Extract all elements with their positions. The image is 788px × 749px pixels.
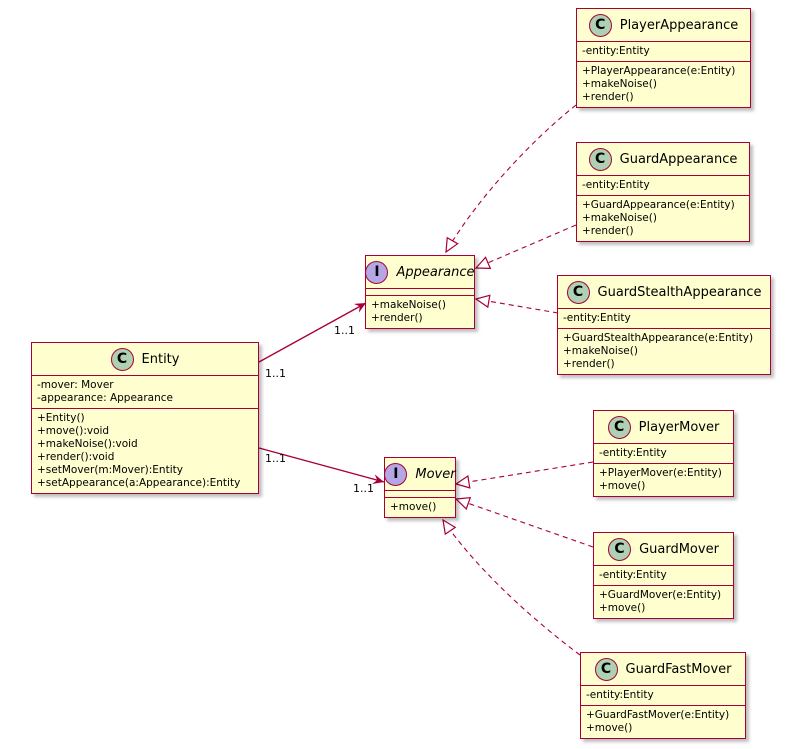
- appearance-interface[interactable]: I Appearance +makeNoise() +render(): [365, 255, 475, 329]
- methods-section: +GuardStealthAppearance(e:Entity) +makeN…: [558, 328, 770, 374]
- multiplicity-mover-target: 1..1: [353, 482, 374, 495]
- guard-mover-realization: [454, 496, 594, 548]
- guard-fast-mover-realization: [442, 518, 581, 656]
- method: +move(): [586, 722, 633, 734]
- guard-stealth-appearance-class[interactable]: C GuardStealthAppearance -entity:Entity …: [557, 275, 771, 375]
- method: +move():void: [37, 425, 110, 437]
- method: +PlayerAppearance(e:Entity): [582, 65, 736, 77]
- method: +render(): [371, 312, 423, 324]
- attributes-section: -entity:Entity: [577, 175, 749, 195]
- attributes-section: -entity:Entity: [577, 41, 750, 61]
- player-appearance-class[interactable]: C PlayerAppearance -entity:Entity +Playe…: [576, 8, 751, 108]
- class-badge-icon: C: [588, 13, 612, 37]
- method: +makeNoise():void: [37, 438, 138, 450]
- class-name: GuardAppearance: [619, 151, 738, 167]
- method: +setMover(m:Mover):Entity: [37, 464, 183, 476]
- class-name: GuardFastMover: [625, 661, 732, 677]
- player-mover-class[interactable]: C PlayerMover -entity:Entity +PlayerMove…: [593, 410, 734, 497]
- methods-section: +Entity() +move():void +makeNoise():void…: [32, 408, 258, 493]
- method: +makeNoise(): [371, 299, 446, 311]
- player-appearance-header: C PlayerAppearance: [577, 9, 750, 41]
- class-badge-icon: C: [594, 657, 618, 681]
- methods-section: +PlayerMover(e:Entity) +move(): [594, 463, 733, 496]
- class-name: GuardMover: [639, 541, 719, 557]
- methods-section: +GuardAppearance(e:Entity) +makeNoise() …: [577, 195, 749, 241]
- entity-mover-association: [258, 447, 385, 484]
- attribute: -entity:Entity: [599, 569, 667, 581]
- attributes-section: -entity:Entity: [581, 685, 745, 705]
- method: +move(): [599, 602, 646, 614]
- class-name: GuardStealthAppearance: [597, 284, 762, 300]
- class-badge-icon: C: [566, 280, 590, 304]
- method: +render(): [563, 358, 615, 370]
- attributes-section: [385, 490, 455, 497]
- player-appearance-realization: [445, 104, 577, 254]
- class-badge-icon: C: [110, 347, 134, 371]
- methods-section: +PlayerAppearance(e:Entity) +makeNoise()…: [577, 61, 750, 107]
- method: +makeNoise(): [582, 212, 657, 224]
- attributes-section: [366, 288, 474, 295]
- multiplicity-mover-source: 1..1: [265, 452, 286, 465]
- attributes-section: -entity:Entity: [558, 308, 770, 328]
- method: +makeNoise(): [582, 78, 657, 90]
- attribute: -entity:Entity: [582, 45, 650, 57]
- attributes-section: -entity:Entity: [594, 565, 733, 585]
- player-mover-realization: [454, 461, 594, 489]
- guard-mover-header: C GuardMover: [594, 533, 733, 565]
- methods-section: +move(): [385, 497, 455, 517]
- attributes-section: -mover: Mover -appearance: Appearance: [32, 375, 258, 408]
- method: +render():void: [37, 451, 115, 463]
- attribute: -entity:Entity: [582, 179, 650, 191]
- mover-interface-header: I Mover: [384, 458, 456, 490]
- interface-badge-icon: I: [365, 260, 389, 284]
- method: +render(): [582, 91, 634, 103]
- class-name: Entity: [141, 351, 180, 367]
- method: +GuardFastMover(e:Entity): [586, 709, 730, 721]
- method: +GuardAppearance(e:Entity): [582, 199, 735, 211]
- entity-class[interactable]: C Entity -mover: Mover -appearance: Appe…: [31, 342, 259, 494]
- guard-mover-class[interactable]: C GuardMover -entity:Entity +GuardMover(…: [593, 532, 734, 619]
- method: +makeNoise(): [563, 345, 638, 357]
- multiplicity-appearance-target: 1..1: [334, 324, 355, 337]
- interface-name: Appearance: [396, 264, 475, 280]
- methods-section: +GuardFastMover(e:Entity) +move(): [581, 705, 745, 738]
- class-badge-icon: C: [607, 415, 631, 439]
- guard-appearance-header: C GuardAppearance: [577, 143, 749, 175]
- method: +setAppearance(a:Appearance):Entity: [37, 477, 241, 489]
- method: +render(): [582, 225, 634, 237]
- multiplicity-appearance-source: 1..1: [265, 367, 286, 380]
- methods-section: +makeNoise() +render(): [366, 295, 474, 328]
- attribute: -entity:Entity: [563, 312, 631, 324]
- guard-stealth-appearance-realization: [474, 294, 559, 314]
- class-badge-icon: C: [588, 147, 612, 171]
- method: +GuardStealthAppearance(e:Entity): [563, 332, 754, 344]
- class-badge-icon: C: [608, 537, 632, 561]
- appearance-interface-header: I Appearance: [365, 256, 475, 288]
- method: +GuardMover(e:Entity): [599, 589, 722, 601]
- method: +Entity(): [37, 412, 85, 424]
- entity-class-header: C Entity: [32, 343, 258, 375]
- entity-appearance-association: [258, 302, 367, 363]
- class-name: PlayerMover: [638, 419, 720, 435]
- mover-interface[interactable]: I Mover +move(): [384, 457, 456, 518]
- guard-fast-mover-class[interactable]: C GuardFastMover -entity:Entity +GuardFa…: [580, 652, 746, 739]
- guard-stealth-appearance-header: C GuardStealthAppearance: [558, 276, 770, 308]
- attributes-section: -entity:Entity: [594, 443, 733, 463]
- method: +PlayerMover(e:Entity): [599, 467, 722, 479]
- methods-section: +GuardMover(e:Entity) +move(): [594, 585, 733, 618]
- guard-appearance-realization: [474, 224, 577, 270]
- interface-badge-icon: I: [384, 462, 408, 486]
- attribute: -appearance: Appearance: [37, 392, 174, 404]
- method: +move(): [599, 480, 646, 492]
- interface-name: Mover: [415, 466, 456, 482]
- guard-appearance-class[interactable]: C GuardAppearance -entity:Entity +GuardA…: [576, 142, 750, 242]
- class-name: PlayerAppearance: [619, 17, 739, 33]
- method: +move(): [390, 501, 437, 513]
- attribute: -entity:Entity: [599, 447, 667, 459]
- attribute: -entity:Entity: [586, 689, 654, 701]
- guard-fast-mover-header: C GuardFastMover: [581, 653, 745, 685]
- attribute: -mover: Mover: [37, 379, 114, 391]
- player-mover-header: C PlayerMover: [594, 411, 733, 443]
